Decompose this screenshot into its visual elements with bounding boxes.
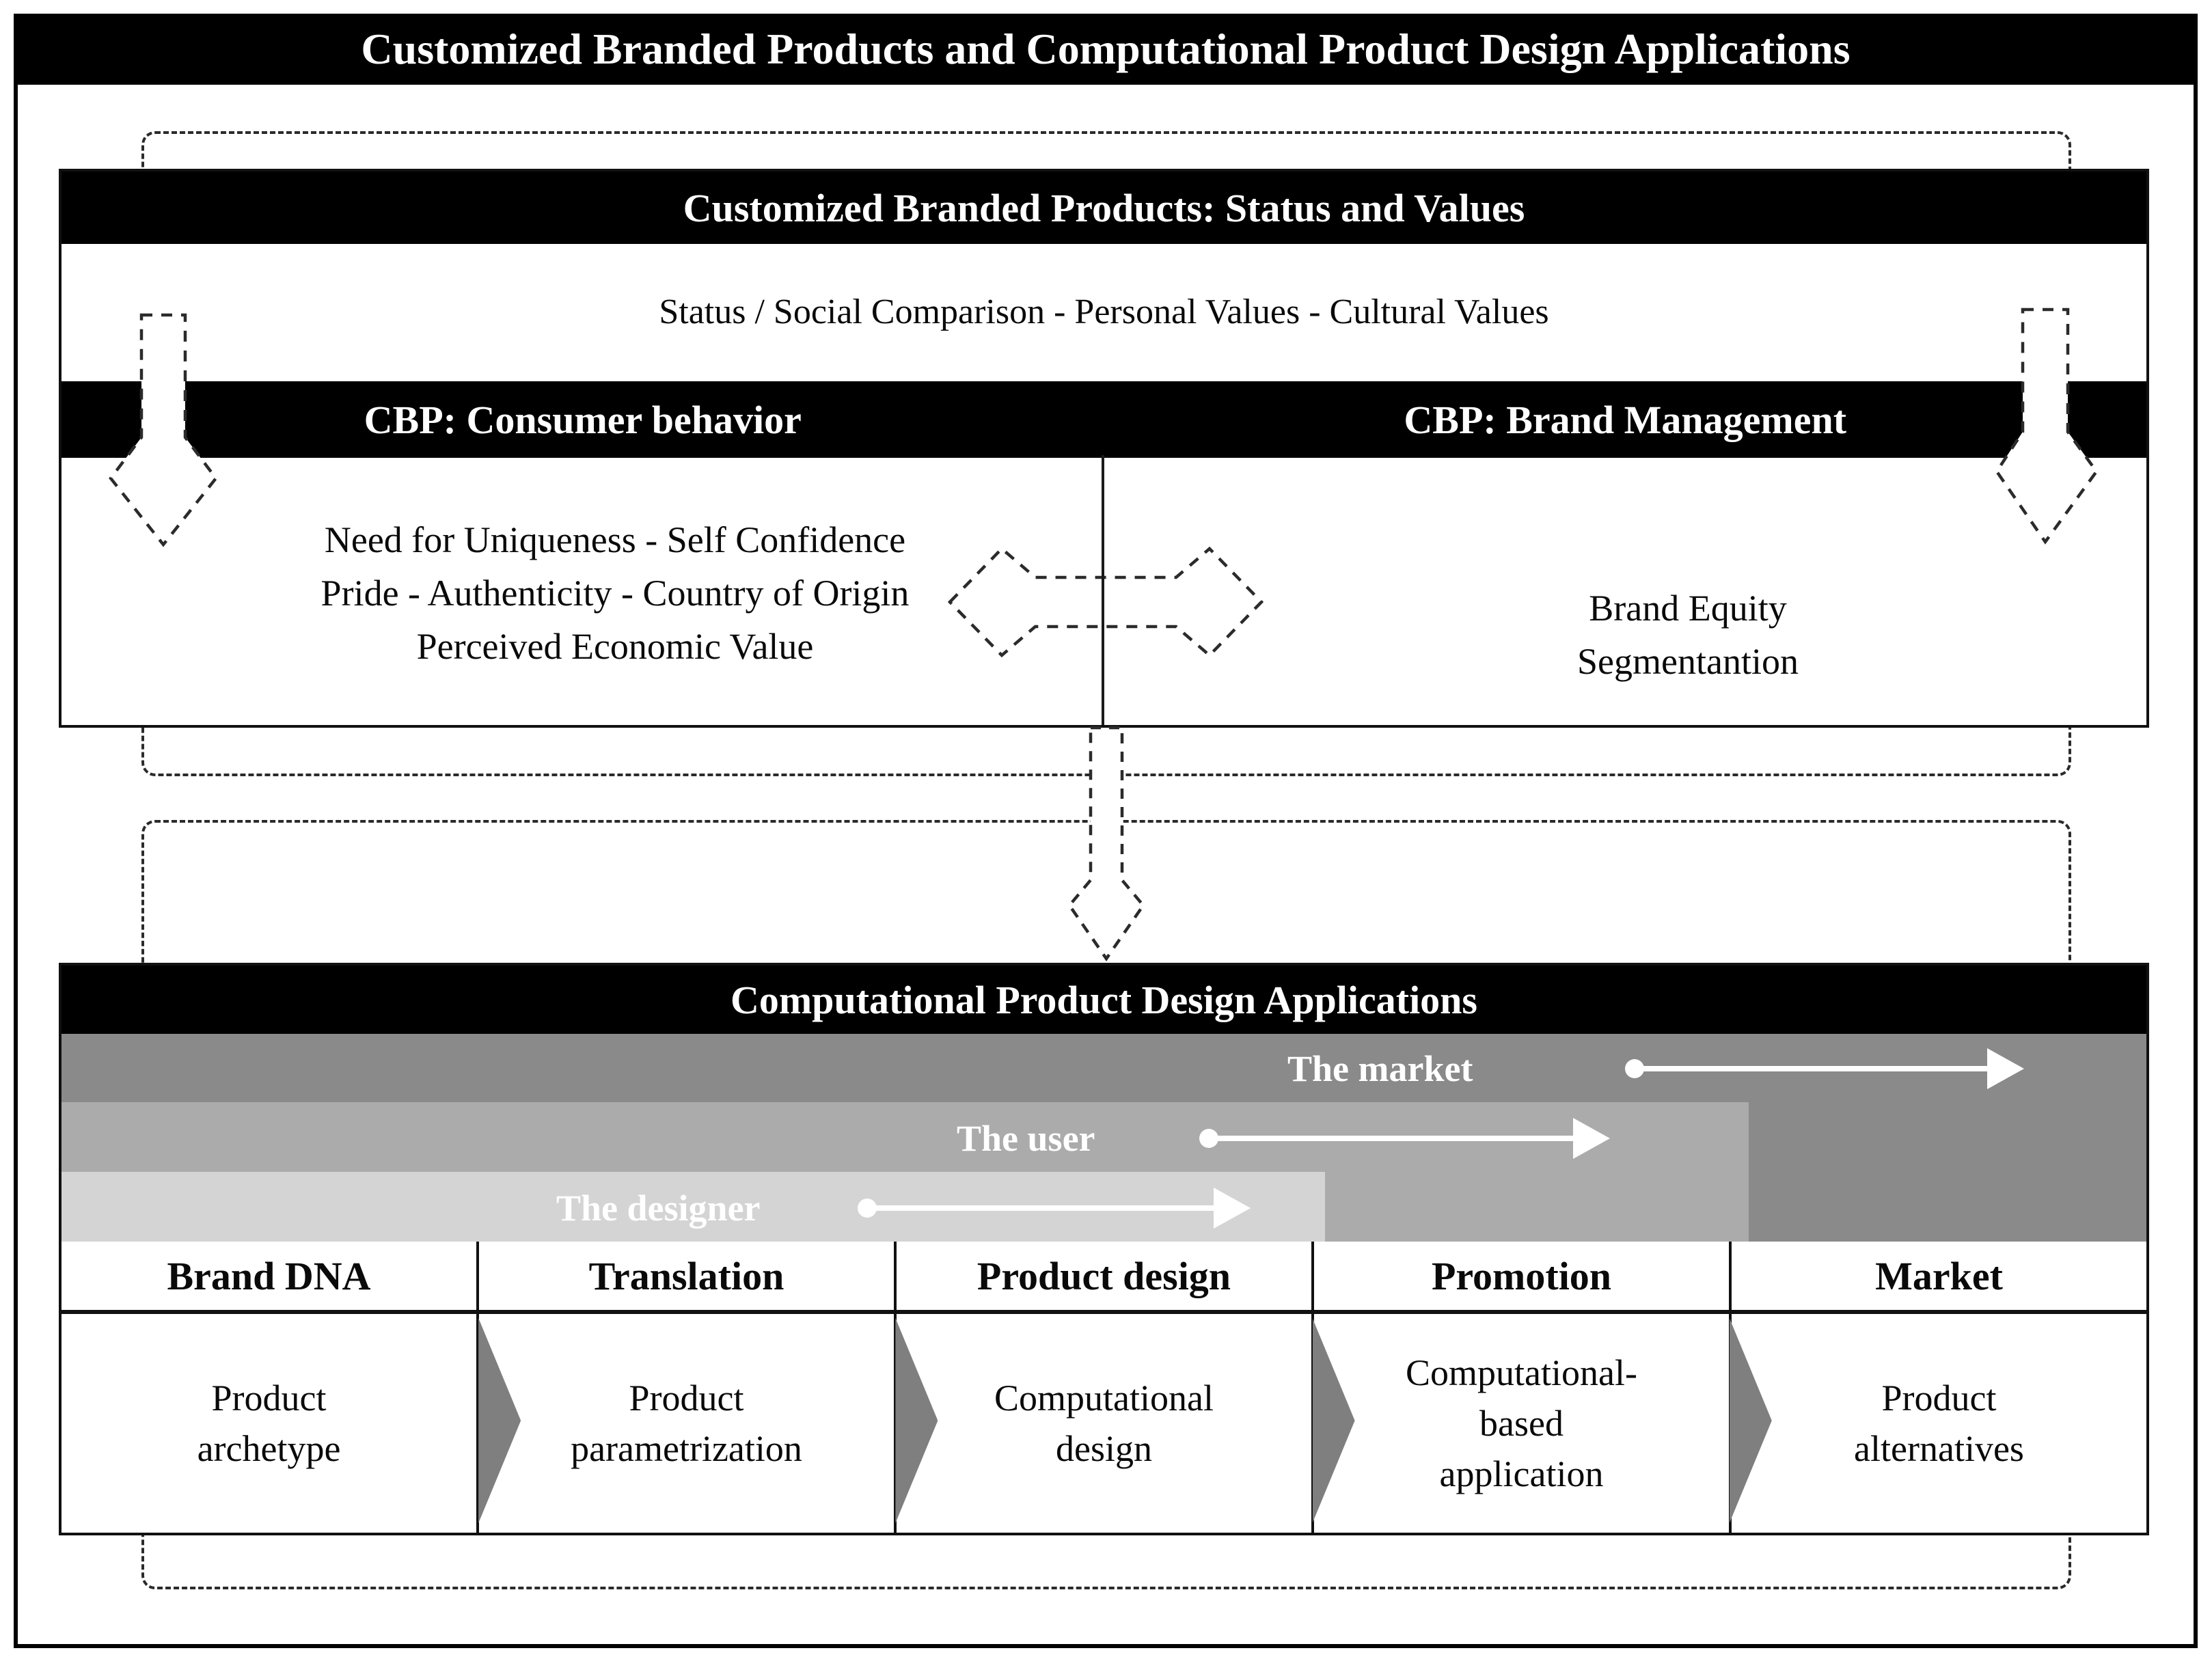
main-title-banner: Customized Branded Products and Computat… (14, 14, 2198, 85)
section2-box: Computational Product Design Application… (59, 963, 2149, 1535)
brand-management-body-text: Brand Equity Segmentantion (1577, 588, 1799, 682)
market-layer-label: The market (1287, 1048, 1473, 1089)
header-market: Market (1729, 1242, 2146, 1310)
section2-banner-label: Computational Product Design Application… (730, 977, 1478, 1022)
cbp-brand-management-label: CBP: Brand Management (1404, 397, 1847, 442)
process-table: Brand DNA Translation Product design Pro… (62, 1242, 2146, 1533)
cell-computational-based-app: Computational- based application (1311, 1314, 1729, 1533)
cell-product-alternatives: Product alternatives (1729, 1314, 2146, 1533)
main-title: Customized Branded Products and Computat… (361, 25, 1851, 73)
section1-banner: Customized Branded Products: Status and … (62, 172, 2146, 244)
header-brand-dna: Brand DNA (167, 1253, 371, 1298)
section2-banner: Computational Product Design Application… (62, 966, 2146, 1034)
cbp-consumer-behavior-header: CBP: Consumer behavior (62, 381, 1104, 458)
section1-banner-label: Customized Branded Products: Status and … (683, 185, 1525, 230)
header-product-design: Product design (894, 1242, 1311, 1310)
dashed-down-arrow-connector (1067, 726, 1145, 961)
section1-box: Customized Branded Products: Status and … (59, 169, 2149, 728)
process-table-header-row: Brand DNA Translation Product design Pro… (62, 1242, 2146, 1314)
stakeholder-layers: The market The user The designer (62, 1034, 2146, 1242)
cell-product-archetype: Product archetype (197, 1378, 341, 1469)
designer-layer-label: The designer (556, 1188, 761, 1229)
section1-vertical-divider (1102, 455, 1104, 725)
header-promotion: Promotion (1311, 1242, 1729, 1310)
dashed-down-arrow-right (1995, 307, 2099, 545)
cell-product-parametrization: Product parametrization (476, 1314, 894, 1533)
layer-range-arrows (858, 1048, 2024, 1229)
consumer-behavior-body-text: Need for Uniqueness - Self Confidence Pr… (320, 519, 910, 667)
cbp-header-band: CBP: Consumer behavior CBP: Brand Manage… (62, 381, 2146, 458)
cell-computational-design: Computational design (894, 1314, 1311, 1533)
status-values-line: Status / Social Comparison - Personal Va… (659, 292, 1549, 331)
dashed-double-arrow-horizontal (947, 546, 1264, 658)
header-translation: Translation (476, 1242, 894, 1310)
process-table-body-row: Product archetype Product parametrizatio… (62, 1314, 2146, 1533)
user-layer-label: The user (957, 1118, 1095, 1159)
cbp-consumer-behavior-label: CBP: Consumer behavior (364, 397, 802, 442)
dashed-down-arrow-left (109, 313, 218, 547)
cbp-brand-management-header: CBP: Brand Management (1104, 381, 2147, 458)
